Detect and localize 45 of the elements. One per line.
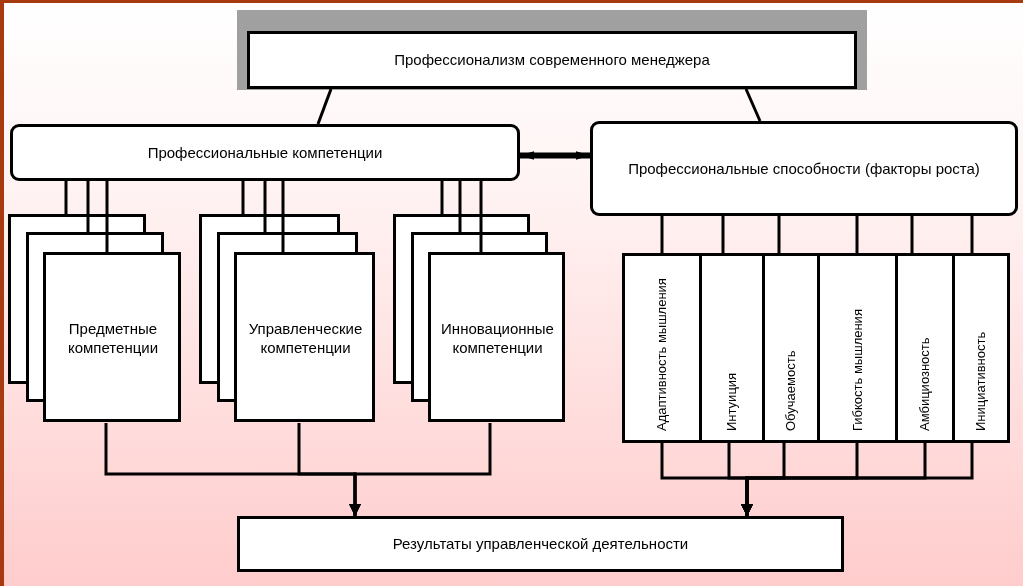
box-label: Профессионализм современного менеджера [394, 50, 710, 70]
box-label: Обучаемость [783, 349, 799, 431]
factor-column [762, 253, 820, 443]
connector-line [64, 181, 68, 214]
box-label: Профессиональные способности (факторы роста) [628, 158, 980, 179]
connector-line [458, 181, 462, 232]
stacked-cards [393, 214, 566, 423]
connector-line [970, 216, 974, 253]
connector-line [520, 151, 590, 160]
box-label: Интуиция [724, 371, 740, 431]
box-label: Предметные компетенции [67, 318, 159, 358]
category-box [10, 124, 520, 181]
result-box [237, 516, 844, 572]
connector-line [281, 181, 285, 253]
factor-column [952, 253, 1010, 443]
stacked-cards [8, 214, 182, 423]
connector-line [777, 216, 781, 253]
box-label: Результаты управленческой деятельности [392, 534, 689, 554]
box-label: Гибкость мышления [849, 308, 866, 431]
box-label: Инновационные компетенции [440, 318, 555, 358]
box-label: Амбициозность [917, 336, 933, 431]
box-label: Инициативность [973, 330, 989, 431]
connector-line [241, 181, 245, 214]
box-label: Адаптивность мышления [654, 277, 670, 431]
connector-line [479, 181, 483, 253]
connector-line [721, 216, 725, 253]
connector-line [263, 181, 267, 232]
box-label: Профессиональные компетенции [147, 142, 383, 163]
factor-column [622, 253, 702, 443]
connector-line [910, 216, 914, 253]
category-box [590, 121, 1018, 216]
stacked-cards [199, 214, 376, 423]
connector-line [349, 423, 492, 516]
connector-line [660, 216, 664, 253]
concept-box [247, 31, 857, 89]
box-label: Управленческие компетенции [247, 318, 364, 358]
connector-line [86, 181, 90, 232]
connector-line [105, 181, 109, 253]
connector-line [855, 216, 859, 253]
factor-column [699, 253, 765, 443]
factor-column [895, 253, 955, 443]
connector-line [744, 88, 762, 122]
connector-line [440, 181, 444, 214]
factor-column [817, 253, 898, 443]
connector-line [316, 88, 333, 125]
